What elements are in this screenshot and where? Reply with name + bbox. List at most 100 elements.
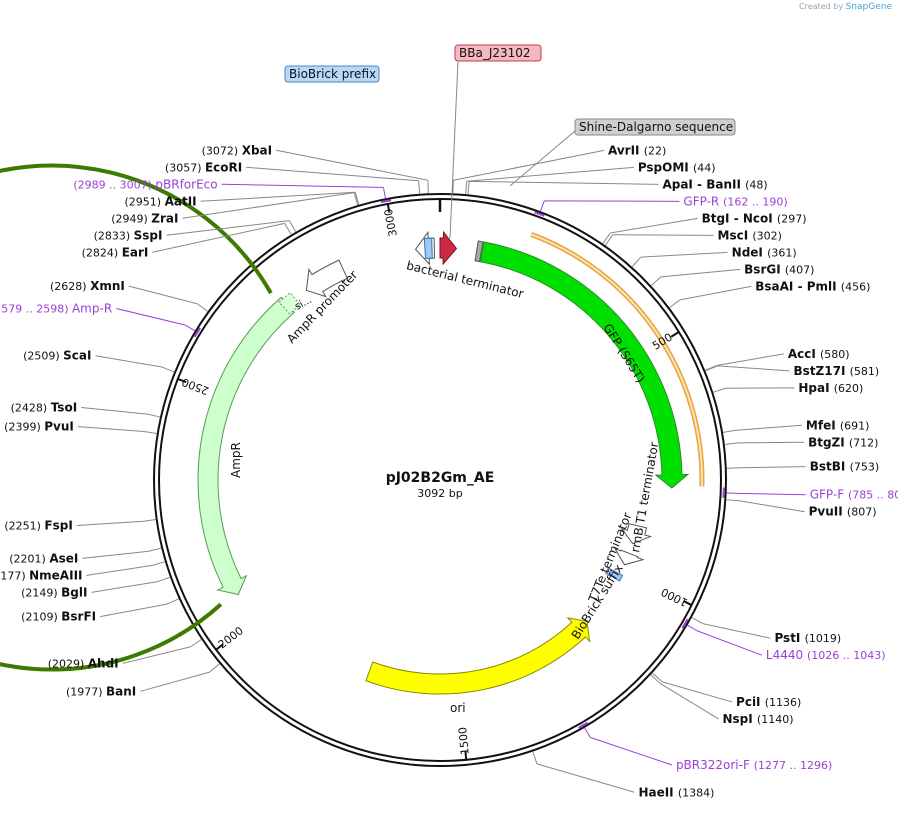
site-label-35: (3057) EcoRI <box>165 160 242 174</box>
site-tick-34 <box>354 192 360 205</box>
tick-label-1000: 1000 <box>659 585 690 609</box>
site-tick-13 <box>724 442 738 446</box>
site-leader-10 <box>717 365 790 372</box>
site-name-34: AatII <box>165 194 197 208</box>
site-pos-25: (2201) <box>9 552 49 565</box>
site-tick-25 <box>148 547 162 552</box>
site-leader-12 <box>735 424 802 431</box>
ori-feature-arrow <box>365 617 591 695</box>
primer-range-1: (162 .. 190) <box>723 195 788 208</box>
site-leader-31 <box>152 222 285 253</box>
site-leader-13 <box>737 441 805 444</box>
site-name-19: HaeII <box>638 785 677 799</box>
site-label-1: AvrII (22) <box>608 143 666 157</box>
shine-dalgarno-tag <box>574 118 736 136</box>
site-pos-16: (1019) <box>805 632 842 645</box>
site-leader-22 <box>100 603 167 618</box>
site-label-25: (2201) AseI <box>9 551 78 565</box>
site-leader-30 <box>128 285 198 305</box>
site-name-33: ZraI <box>151 211 178 225</box>
primer-bar-5 <box>193 327 201 338</box>
tick-mark-2500 <box>177 378 187 384</box>
site-label-14: BstBI (753) <box>810 460 879 474</box>
site-pos-15: (807) <box>847 506 877 519</box>
site-pos-0: (3072) <box>202 144 242 157</box>
site-pos-29: (2509) <box>23 350 63 363</box>
site-pos-10: (581) <box>850 365 880 378</box>
site-label-10: BstZ17I (581) <box>794 364 880 378</box>
site-pos-22: (2109) <box>21 611 61 624</box>
ori-label: ori <box>450 701 466 715</box>
site-label-17: PciI (1136) <box>736 695 801 709</box>
site-tick-12 <box>722 429 736 433</box>
site-tick-9 <box>705 364 718 371</box>
primer-leader-2 <box>737 492 806 496</box>
site-name-1: AvrII <box>608 143 644 157</box>
site-tick-24 <box>152 561 166 566</box>
site-pos-7: (407) <box>785 263 815 276</box>
site-label-12: MfeI (691) <box>806 418 870 432</box>
site-pos-2: (44) <box>693 161 716 174</box>
site-label-33: (2949) ZraI <box>111 211 178 225</box>
site-name-17: PciI <box>736 695 765 709</box>
site-tick-33 <box>353 192 359 206</box>
tick-label-2000: 2000 <box>216 624 246 651</box>
site-tick-26 <box>142 519 156 522</box>
site-leader-23 <box>91 581 158 593</box>
site-name-3: ApaI - BanII <box>662 177 745 191</box>
site-name-28: TsoI <box>51 401 77 415</box>
biobrick-prefix-tag-label: BioBrick prefix <box>289 67 376 81</box>
site-pos-28: (2428) <box>11 402 51 415</box>
site-leader-29 <box>95 355 163 368</box>
site-label-31: (2824) EarI <box>82 245 149 259</box>
tick-label-2500: 2500 <box>180 375 211 397</box>
site-pos-19: (1384) <box>678 786 715 799</box>
primer-range-3: (1026 .. 1043) <box>807 649 886 662</box>
site-pos-14: (753) <box>850 461 880 474</box>
site-leader-14 <box>739 466 806 469</box>
site-label-13: BtgZI (712) <box>808 435 878 449</box>
site-leader-19 <box>536 763 635 793</box>
biobrick-suffix-box <box>604 567 624 582</box>
site-leader-24 <box>86 564 153 576</box>
site-label-24: (2177) NmeAIII <box>0 568 83 582</box>
primer-label-3: L4440 (1026 .. 1043) <box>766 648 886 662</box>
tick-label-500: 500 <box>650 331 675 353</box>
primer-leader-3 <box>696 630 763 656</box>
site-leader-15 <box>739 500 805 513</box>
site-name-23: BglI <box>61 585 87 599</box>
tick-mark-2000 <box>215 643 224 651</box>
site-tick-23 <box>157 576 171 583</box>
gfp-primer-span-inner <box>530 233 703 487</box>
site-tick-16 <box>691 617 704 625</box>
site-name-18: NspI <box>723 712 757 726</box>
site-leader-35 <box>246 166 419 182</box>
primer-range-0: (2989 .. 3007) <box>73 178 155 191</box>
bba-j23102-arrow <box>439 230 458 266</box>
site-leader-6 <box>640 251 728 258</box>
site-pos-11: (620) <box>834 382 864 395</box>
site-name-29: ScaI <box>63 349 91 363</box>
site-pos-5: (302) <box>752 229 782 242</box>
site-tick-11 <box>713 387 726 393</box>
site-tick-22 <box>166 598 179 605</box>
shine-dalgarno-tag-label: Shine-Dalgarno sequence <box>579 120 733 134</box>
primer-label-4: pBR322ori-F (1277 .. 1296) <box>676 758 832 772</box>
site-tick-14 <box>726 467 740 469</box>
credit-text: Created by <box>799 2 844 11</box>
site-pos-34: (2951) <box>125 195 165 208</box>
site-tick-3 <box>467 181 470 195</box>
plasmid-name: pJ02B2Gm_AE <box>386 470 495 486</box>
site-tick-0 <box>427 180 429 194</box>
site-label-4: BtgI - NcoI (297) <box>702 211 807 225</box>
site-leader-7 <box>660 268 741 278</box>
site-name-31: EarI <box>122 245 149 259</box>
site-label-30: (2628) XmnI <box>50 279 125 293</box>
primer-tick-3 <box>687 624 698 632</box>
ampr-feature-arrow <box>197 296 296 596</box>
tick-mark-500 <box>670 331 680 338</box>
ampr-promoter-arrow <box>305 259 348 298</box>
bba-j23102-tag-label: BBa_J23102 <box>459 46 531 60</box>
site-tick-30 <box>196 303 209 312</box>
site-name-0: XbaI <box>242 143 272 157</box>
